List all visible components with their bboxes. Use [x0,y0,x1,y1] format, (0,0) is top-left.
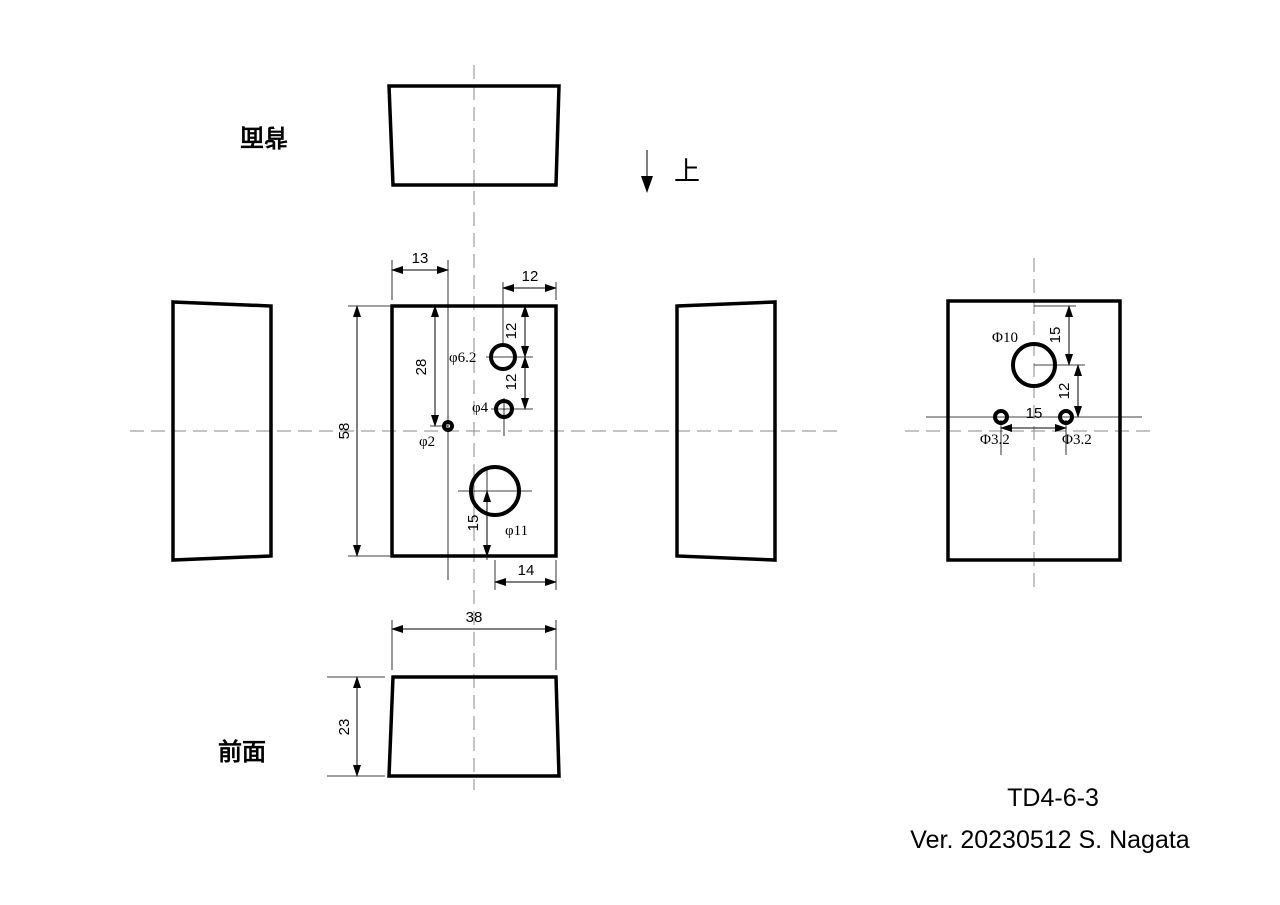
back-view [387,84,561,187]
dim-bottom-hole-offset: 15 [465,515,482,532]
side-hole-10-label: Φ10 [992,330,1018,346]
version-author: Ver. 20230512 S. Nagata [910,826,1189,854]
hole-4-label: φ4 [472,400,489,416]
left-side-view [171,300,273,562]
center-lines [130,65,1150,790]
right-side-view [675,300,777,562]
dim-top-right-offset: 12 [522,268,539,285]
main-view-dimensions [348,260,557,670]
main-view [390,304,558,560]
drawing-number: TD4-6-3 [1007,784,1099,812]
hole-11-label: φ11 [505,523,528,539]
hole-6-2-label: φ6.2 [449,350,476,366]
hole-2-label: φ2 [419,434,435,450]
front-view-label: 前面 [218,738,266,766]
front-view [387,675,561,778]
dim-hole-spacing-lower: 12 [503,374,520,391]
dim-hole-spacing-upper: 12 [503,323,520,340]
back-view-label: 背面 [240,123,288,151]
side-hole-3-2-right-label: Φ3.2 [1062,432,1092,448]
dim-side-spacing: 12 [1056,383,1073,400]
dim-hole-depth: 28 [413,359,430,376]
dim-left-offset: 13 [412,250,429,267]
dim-width: 38 [466,609,483,626]
side-hole-3-2-left-label: Φ3.2 [980,432,1010,448]
side-face-dimensions [1000,305,1082,432]
dim-height: 58 [336,423,353,440]
up-direction-arrow [641,150,653,193]
up-direction-label: 上 [674,157,700,187]
dim-depth: 23 [336,719,353,736]
front-view-dimensions [327,676,385,777]
dim-bottom-right-offset: 14 [518,562,535,579]
dim-side-horizontal: 15 [1026,405,1043,422]
dim-side-vertical: 15 [1047,327,1064,344]
